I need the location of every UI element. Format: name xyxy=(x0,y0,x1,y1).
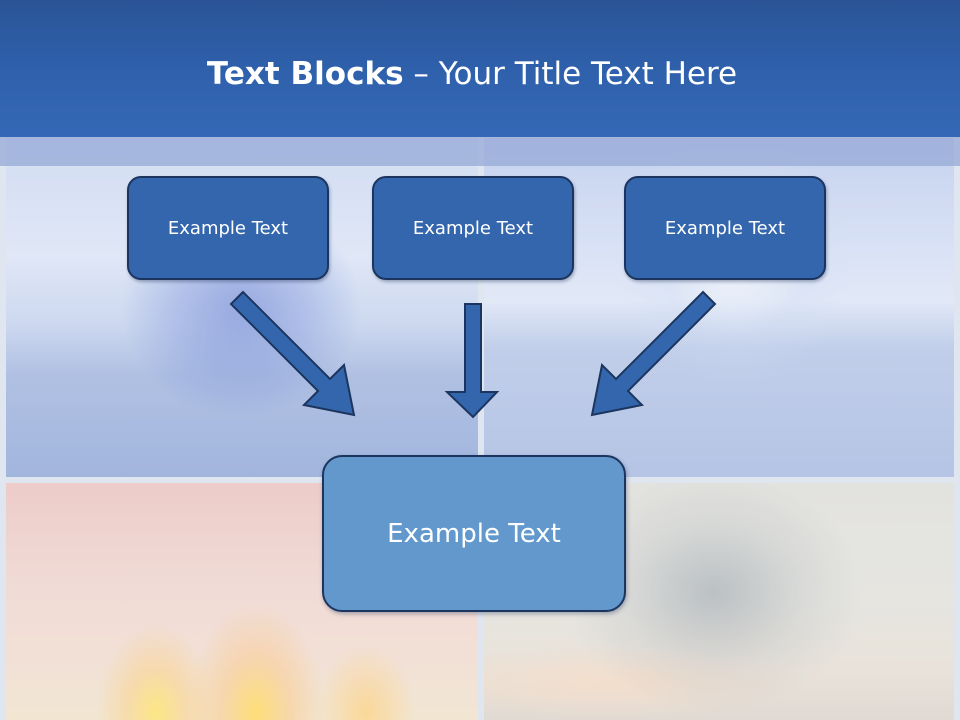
slide-title-rest: Your Title Text Here xyxy=(438,56,738,92)
source-box-2[interactable]: Example Text xyxy=(372,176,574,280)
target-box[interactable]: Example Text xyxy=(322,455,626,612)
source-box-1-label: Example Text xyxy=(167,217,289,239)
title-bar: Text Blocks – Your Title Text Here xyxy=(0,0,960,137)
header-strip xyxy=(0,137,960,166)
slide-title: Text Blocks – Your Title Text Here xyxy=(0,52,944,96)
slide-title-dash: – xyxy=(403,56,439,92)
source-box-1[interactable]: Example Text xyxy=(127,176,329,280)
source-box-3[interactable]: Example Text xyxy=(624,176,826,280)
slide-title-bold: Text Blocks xyxy=(206,56,404,92)
source-box-2-label: Example Text xyxy=(412,217,534,239)
source-box-3-label: Example Text xyxy=(664,217,786,239)
target-box-label: Example Text xyxy=(387,518,561,549)
